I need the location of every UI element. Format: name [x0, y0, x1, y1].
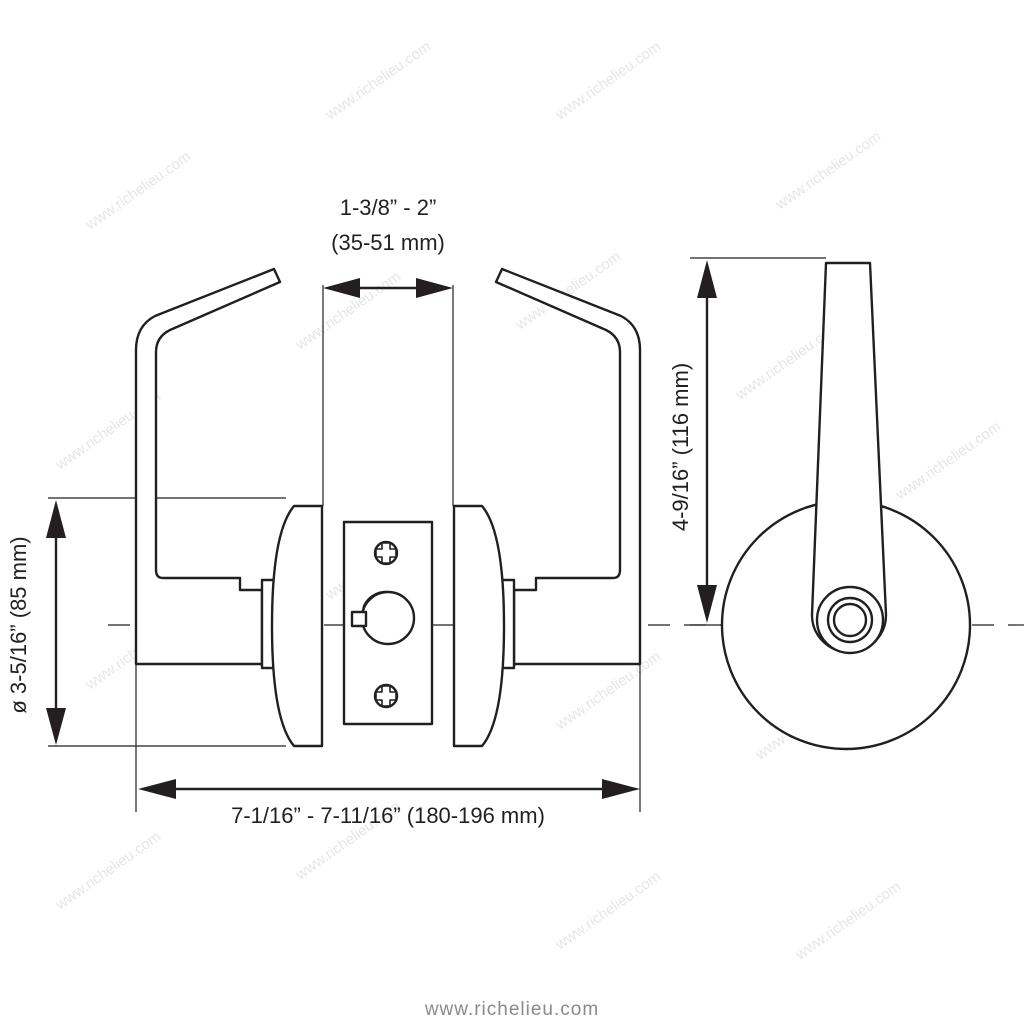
- watermark-text: www.richelieu.com: [52, 828, 164, 914]
- watermark-text: www.richelieu.com: [892, 418, 1004, 504]
- latch-faceplate: [342, 520, 434, 726]
- latch-deadlatch: [350, 610, 368, 628]
- watermark-text: www.richelieu.com: [772, 128, 884, 214]
- backset-label-bottom: (35-51 mm): [331, 230, 445, 255]
- watermark-text: www.richelieu.com: [792, 878, 904, 964]
- backset-label-top: 1-3/8” - 2”: [340, 195, 437, 220]
- watermark-text: www.richelieu.com: [82, 148, 194, 234]
- extension-lines: [48, 257, 826, 812]
- side-view-keyway: [832, 602, 868, 638]
- side-view-lever: [720, 261, 972, 751]
- watermark-text: www.richelieu.com: [552, 868, 664, 954]
- footer-url: www.richelieu.com: [424, 999, 599, 1020]
- left-lever: [134, 267, 324, 748]
- bottom-screw: [373, 683, 399, 709]
- watermark-text: www.richelieu.com: [292, 268, 404, 354]
- left-rose: [270, 504, 324, 748]
- watermark-text: www.richelieu.com: [322, 38, 434, 124]
- right-lever: [452, 267, 642, 748]
- watermark-text: www.richelieu.com: [552, 38, 664, 124]
- left-lever-handle: [134, 267, 282, 666]
- rose-diameter-label: ø 3-5/16” (85 mm): [6, 536, 31, 713]
- lever-height-label: 4-9/16” (116 mm): [668, 363, 693, 531]
- dimension-arrows: [46, 260, 717, 799]
- top-screw: [373, 540, 399, 566]
- overall-width-label: 7-1/16” - 7-11/16” (180-196 mm): [231, 803, 545, 828]
